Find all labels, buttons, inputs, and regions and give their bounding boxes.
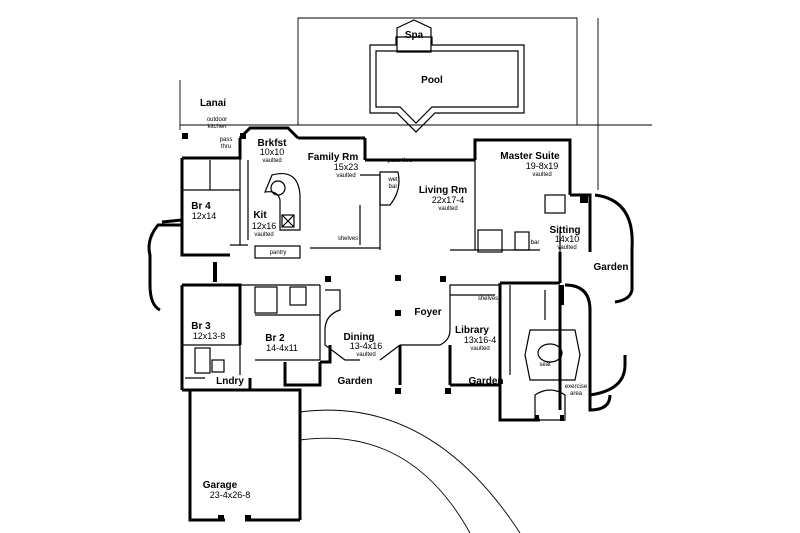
master-dim: 19-8x19 [526,161,559,171]
pool-outline [369,36,525,133]
living-dim: 22x17-4 [432,195,465,205]
br3-label: Br 3 [191,321,211,332]
master-label: Master Suite [500,151,560,162]
br2-dim: 14-4x11 [266,343,298,353]
interior-walls [182,158,581,421]
columns [182,133,588,521]
pass-thru-note-1a: pass [220,137,233,143]
kit-dim: 12x16 [252,221,277,231]
exercise-note-1: exercise [565,384,588,390]
sitting-label: Sitting [549,225,580,236]
sitting-dim: 14x10 [555,234,580,244]
site-lines [179,17,652,533]
br4-label: Br 4 [191,201,211,212]
kit-note: vaulted [254,232,273,238]
spa-label: Spa [405,30,424,41]
br2-label: Br 2 [265,333,285,344]
pool-inner [375,50,519,124]
br4-dim: 12x14 [192,211,217,221]
library-note: vaulted [470,346,489,352]
lndry-label: Lndry [216,376,244,387]
living-label: Living Rm [419,185,467,196]
dining-dim: 13-4x16 [350,341,383,351]
pool-label: Pool [421,75,443,86]
garage-dim: 23-4x26-8 [210,490,251,500]
garden-left-label: Garden [337,376,372,387]
family-dim: 15x23 [334,162,359,172]
sitting-note: vaulted [557,245,576,251]
garden-right-label: Garden [593,262,628,273]
annotations: outdoor kitchen pass thru pass-thru wet … [207,117,588,397]
brkfst-dim: 10x10 [260,147,285,157]
living-note: vaulted [438,206,457,212]
room-labels: Spa Pool Lanai Brkfst 10x10 vaulted Fami… [191,30,628,500]
outdoor-kitchen-note-1: outdoor [207,117,227,123]
wet-bar-note-1: wet [387,177,398,183]
pantry-note: pantry [270,250,287,256]
br3-dim: 12x13-8 [193,331,226,341]
garden-mid-label: Garden [468,376,503,387]
brkfst-note: vaulted [262,158,281,164]
dining-label: Dining [343,332,374,343]
outdoor-kitchen-note-2: kitchen [207,124,226,130]
seat-note: seat [539,362,551,368]
family-note: vaulted [336,173,355,179]
bar-note: bar [531,240,540,246]
garage-label: Garage [203,480,238,491]
pass-thru-note-2: pass-thru [387,158,412,164]
family-label: Family Rm [308,152,359,163]
foyer-label: Foyer [414,307,441,318]
kit-label: Kit [253,210,267,221]
library-label: Library [455,325,489,336]
shelves-note-2: shelves [478,296,498,302]
master-note: vaulted [532,172,551,178]
dining-note: vaulted [356,352,375,358]
brkfst-label: Brkfst [258,138,288,149]
kitchen-island [264,173,301,231]
spa-outline [396,19,432,53]
pool-area [369,19,525,133]
wet-bar-note-2: bar [389,184,398,190]
pass-thru-note-1b: thru [221,144,231,150]
exercise-note-2: area [570,391,583,397]
library-dim: 13x16-4 [464,335,497,345]
wet-bar [379,171,400,206]
shelves-note-1: shelves [338,236,358,242]
lanai-label: Lanai [200,98,226,109]
